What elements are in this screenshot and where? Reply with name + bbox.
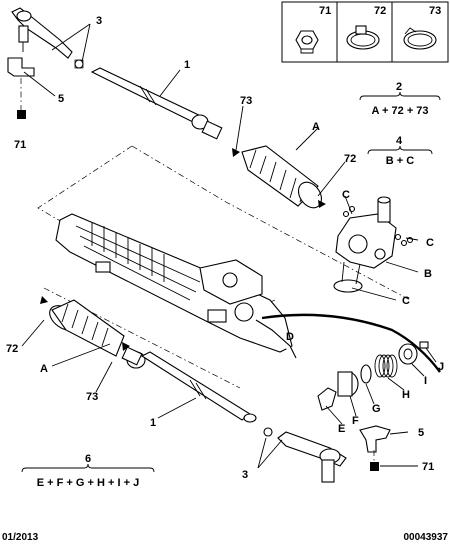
label-71-upper: 71 bbox=[14, 139, 26, 151]
label-D: D bbox=[286, 331, 294, 343]
clamp-ring-icon bbox=[346, 25, 380, 50]
boot-gaiter-upper bbox=[241, 145, 323, 209]
label-G: G bbox=[372, 403, 381, 415]
kit-6-number: 6 bbox=[85, 453, 91, 465]
label-73-lower: 73 bbox=[86, 391, 98, 403]
label-5-upper: 5 bbox=[58, 93, 64, 105]
kit-4-formula: B + C bbox=[386, 155, 414, 167]
legend-box: 71 72 73 bbox=[281, 1, 449, 63]
label-C-right: C bbox=[426, 237, 434, 249]
label-73-upper: 73 bbox=[240, 95, 252, 107]
nut-icon bbox=[295, 30, 319, 54]
repair-kit-parts bbox=[317, 341, 429, 411]
label-1-upper: 1 bbox=[184, 59, 190, 71]
legend-label-72: 72 bbox=[374, 5, 386, 17]
legend-marker-71-lower bbox=[370, 462, 379, 471]
label-E: E bbox=[338, 423, 345, 435]
arrow-markers bbox=[40, 148, 326, 351]
kit-4-brace bbox=[367, 145, 433, 155]
dash-outline-2 bbox=[37, 145, 276, 321]
tie-rod-end-upper bbox=[7, 7, 84, 77]
label-C-lower: C bbox=[402, 295, 410, 307]
label-I: I bbox=[424, 375, 427, 387]
boot-gaiter-lower bbox=[49, 299, 125, 357]
inner-tie-rod-lower bbox=[121, 346, 257, 423]
tie-rod-end-lower bbox=[263, 425, 391, 483]
kit-formulas: 2 A + 72 + 73 4 B + C 6 E + F + G + H + … bbox=[37, 81, 429, 489]
label-B: B bbox=[424, 268, 432, 280]
label-1-lower: 1 bbox=[150, 417, 156, 429]
kit-4-number: 4 bbox=[396, 135, 403, 147]
label-72-lower: 72 bbox=[6, 343, 18, 355]
legend-label-73: 73 bbox=[429, 5, 441, 17]
label-5-lower: 5 bbox=[418, 427, 424, 439]
clip-ring-icon bbox=[403, 27, 437, 50]
label-71-lower: 71 bbox=[422, 461, 434, 473]
inner-tie-rod-upper bbox=[90, 67, 223, 140]
legend-marker-71-upper bbox=[17, 110, 26, 119]
label-C-upper: C bbox=[342, 189, 350, 201]
leader-lines bbox=[21, 23, 437, 469]
label-J: J bbox=[438, 361, 444, 373]
kit-6-formula: E + F + G + H + I + J bbox=[37, 477, 139, 489]
steering-rack-housing bbox=[55, 213, 297, 359]
label-3-upper: 3 bbox=[96, 15, 102, 27]
footer-reference: 00043937 bbox=[404, 532, 449, 543]
kit-2-formula: A + 72 + 73 bbox=[371, 105, 428, 117]
separator-arc bbox=[261, 313, 441, 373]
footer-date: 01/2013 bbox=[2, 532, 39, 543]
legend-label-71: 71 bbox=[319, 5, 331, 17]
kit-2-number: 2 bbox=[396, 81, 402, 93]
label-H: H bbox=[402, 389, 410, 401]
kit-2-brace bbox=[359, 91, 441, 101]
kit-6-brace bbox=[21, 463, 155, 473]
label-F: F bbox=[352, 415, 359, 427]
spring-coil bbox=[374, 354, 398, 378]
part-labels: 3 1 5 71 73 A 72 C C B C 72 A 73 1 3 5 7… bbox=[6, 15, 444, 481]
label-3-lower: 3 bbox=[242, 469, 248, 481]
dash-outline-1 bbox=[131, 145, 411, 301]
label-A-upper: A bbox=[312, 121, 320, 133]
pinion-valve-housing bbox=[333, 196, 397, 293]
label-A-lower: A bbox=[40, 363, 48, 375]
label-72-upper: 72 bbox=[344, 153, 356, 165]
